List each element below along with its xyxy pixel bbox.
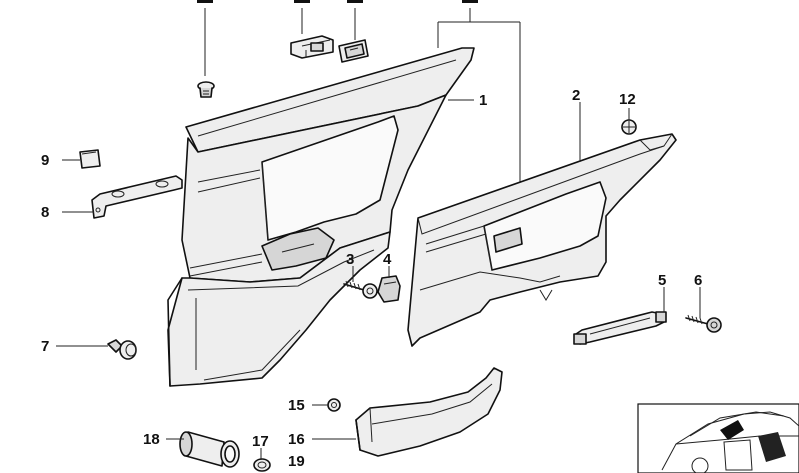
rear-door-trim-panel-left — [167, 47, 475, 387]
part-16-armrest-icon — [355, 367, 503, 457]
callout-2: 2 — [572, 87, 580, 104]
callout-19: 19 — [288, 453, 305, 470]
part-17-ring-icon — [253, 458, 271, 472]
callout-9: 9 — [41, 152, 49, 169]
callout-8: 8 — [41, 204, 49, 221]
part-7-button-icon — [107, 339, 137, 360]
callout-labels: 1 2 3 4 5 6 7 8 9 12 15 16 17 18 19 — [41, 87, 702, 470]
top-cropped-callouts — [204, 8, 521, 185]
rear-side-trim-panel-right — [407, 133, 677, 347]
callout-12: 12 — [619, 91, 636, 108]
part-12-clip-icon — [621, 119, 637, 135]
callout-5: 5 — [658, 272, 666, 289]
push-clip-top-icon — [197, 81, 215, 98]
callout-16: 16 — [288, 431, 305, 448]
callout-6: 6 — [694, 272, 702, 289]
part-4-cap-icon — [377, 275, 401, 303]
clip-bracket-b-icon — [338, 39, 369, 63]
part-18-sleeve-icon — [179, 431, 240, 468]
part-8-bracket-icon — [91, 175, 183, 219]
callout-18: 18 — [143, 431, 160, 448]
clip-bracket-a-icon — [290, 35, 334, 59]
callout-7: 7 — [41, 338, 49, 355]
part-15-washer-icon — [327, 398, 341, 412]
part-5-grab-handle-icon — [573, 311, 667, 345]
callout-1: 1 — [479, 92, 487, 109]
part-9-cover-icon — [79, 149, 101, 169]
callout-17: 17 — [252, 433, 269, 450]
part-3-screw-icon — [343, 280, 378, 299]
callout-15: 15 — [288, 397, 305, 414]
callout-4: 4 — [383, 251, 392, 268]
callout-3: 3 — [346, 251, 354, 268]
top-cropped-labels — [197, 0, 478, 3]
leader-lines — [56, 99, 701, 460]
part-6-screw-icon — [685, 314, 722, 333]
vehicle-location-thumbnail — [637, 403, 799, 473]
